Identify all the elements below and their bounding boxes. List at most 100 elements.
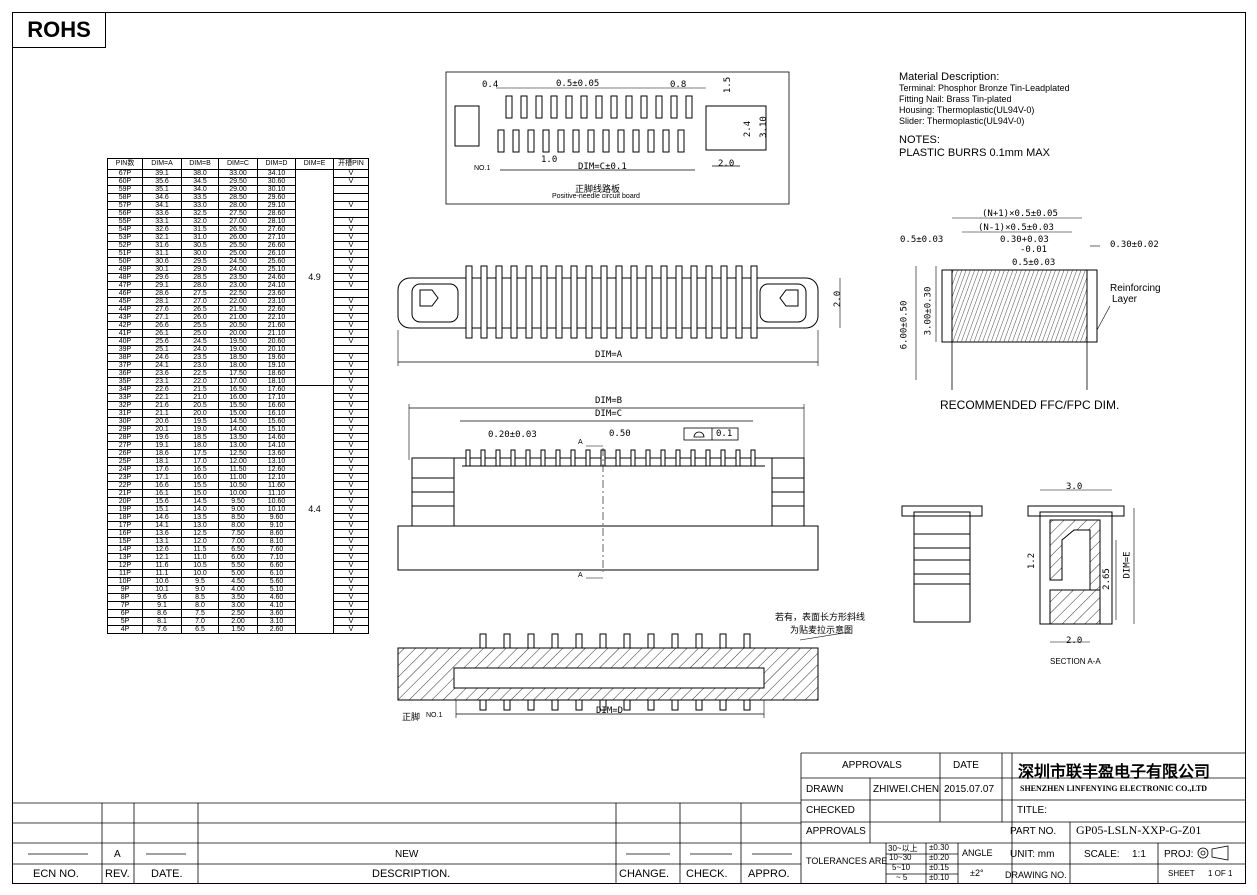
- bottom-note-zhengjiao: 正脚: [402, 712, 421, 722]
- dim-label: DIM=C: [595, 409, 623, 419]
- date-header: DATE: [953, 760, 979, 771]
- material-line: Housing: Thermoplastic(UL94V-0): [899, 105, 1035, 115]
- drawn-date: 2015.07.07: [944, 784, 995, 795]
- layer-label: Layer: [1112, 294, 1138, 305]
- material-line: Terminal: Phosphor Bronze Tin-Leadplated: [899, 83, 1070, 93]
- dim-label: 1.0: [541, 155, 558, 165]
- tol-range: ~ 5: [896, 873, 908, 882]
- front-view-pin: [720, 449, 726, 467]
- pcb-pad: [580, 95, 588, 119]
- pcb-pad: [655, 95, 663, 119]
- check-header: CHECK.: [686, 868, 728, 880]
- front-view-pin: [480, 449, 486, 467]
- notes-line: PLASTIC BURRS 0.1mm MAX: [899, 147, 1050, 159]
- pcb-pad: [527, 129, 535, 153]
- dim-label: 2.0: [833, 290, 844, 308]
- material-title: Material Description:: [899, 71, 1000, 83]
- front-view-pin: [690, 449, 696, 467]
- bottom-view-pin: [527, 633, 535, 649]
- dim-label: 2.65: [1101, 568, 1112, 590]
- notes-title: NOTES:: [899, 134, 940, 146]
- sheet-value: 1 OF 1: [1208, 869, 1233, 878]
- dim-label: 0.50: [609, 429, 631, 439]
- pcb-pad: [685, 95, 693, 119]
- table-cell: 2.60: [257, 625, 296, 634]
- top-view-pin: [615, 265, 623, 339]
- dim-label: 0.30+0.03: [1000, 235, 1049, 245]
- dim-label: (N+1)×0.5±0.05: [982, 209, 1058, 219]
- dim-label: (N-1)×0.5±0.03: [978, 223, 1054, 233]
- title-label: TITLE:: [1017, 805, 1048, 816]
- approvals-header: APPROVALS: [842, 760, 902, 771]
- part-no-value: GP05-LSLN-XXP-G-Z01: [1076, 823, 1202, 837]
- material-line: Fitting Nail: Brass Tin-plated: [899, 94, 1012, 104]
- top-view-pin: [705, 265, 713, 339]
- drawing-border: [12, 12, 1246, 884]
- front-view-pin: [555, 449, 561, 467]
- tol-value: ±0.10: [929, 873, 949, 882]
- bottom-view-pin: [743, 633, 751, 649]
- bottom-view-pin: [671, 633, 679, 649]
- pcb-pad-large: [454, 105, 480, 147]
- top-view-connector: [397, 265, 841, 366]
- appro-header: APPRO.: [748, 868, 790, 880]
- bottom-view-pin: [695, 699, 703, 711]
- rev-value: A: [114, 849, 121, 860]
- bottom-view-pin: [599, 699, 607, 711]
- top-view-pin: [660, 265, 668, 339]
- company-name-cn: 深圳市联丰盈电子有限公司: [1018, 764, 1211, 781]
- pcb-pad: [662, 129, 670, 153]
- bottom-view-pin: [479, 633, 487, 649]
- top-view-pin: [465, 265, 473, 339]
- dim-label: 0.4: [482, 80, 499, 90]
- pcb-pad: [670, 95, 678, 119]
- dim-label: DIM=C±0.1: [578, 162, 627, 172]
- pcb-pad: [572, 129, 580, 153]
- bottom-view-pin: [647, 633, 655, 649]
- top-view-pin: [690, 265, 698, 339]
- top-view-pin: [645, 265, 653, 339]
- dim-label: DIM=A: [595, 350, 623, 360]
- tol-range: 30~以上: [888, 844, 918, 853]
- dim-label: 0.5±0.05: [556, 79, 600, 89]
- bottom-view-pin: [623, 699, 631, 711]
- tolerances-label: TOLERANCES ARE: [806, 856, 888, 866]
- dim-label: 0.5±0.03: [900, 235, 944, 245]
- dim-label: 0.5±0.03: [1012, 258, 1056, 268]
- bottom-note-2: 为贴麦拉示意图: [790, 625, 854, 635]
- front-view-pin: [465, 449, 471, 467]
- bottom-note-1: 若有，表面长方形斜线: [775, 612, 866, 622]
- dim-label: DIM=B: [595, 396, 623, 406]
- bottom-view-pin: [647, 699, 655, 711]
- front-view-pin: [750, 449, 756, 467]
- bottom-view-pin: [527, 699, 535, 711]
- front-view-pin: [630, 449, 636, 467]
- pcb-pad: [632, 129, 640, 153]
- checked-label: CHECKED: [806, 805, 855, 816]
- pcb-pad-right: [705, 105, 767, 151]
- drawn-label: DRAWN: [806, 784, 844, 795]
- front-view-pin: [585, 449, 591, 467]
- approvals-label: APPROVALS: [806, 826, 866, 837]
- dim-label: DIM=E: [1122, 551, 1133, 579]
- drawing-no-label: DRAWING NO.: [1005, 870, 1067, 880]
- bottom-view-pin: [479, 699, 487, 711]
- revision-block-lines: [12, 802, 801, 884]
- pcb-pad: [520, 95, 528, 119]
- bottom-view-pin: [743, 699, 751, 711]
- bottom-view-pin: [623, 633, 631, 649]
- top-view-pin: [555, 265, 563, 339]
- bottom-view-pin: [551, 633, 559, 649]
